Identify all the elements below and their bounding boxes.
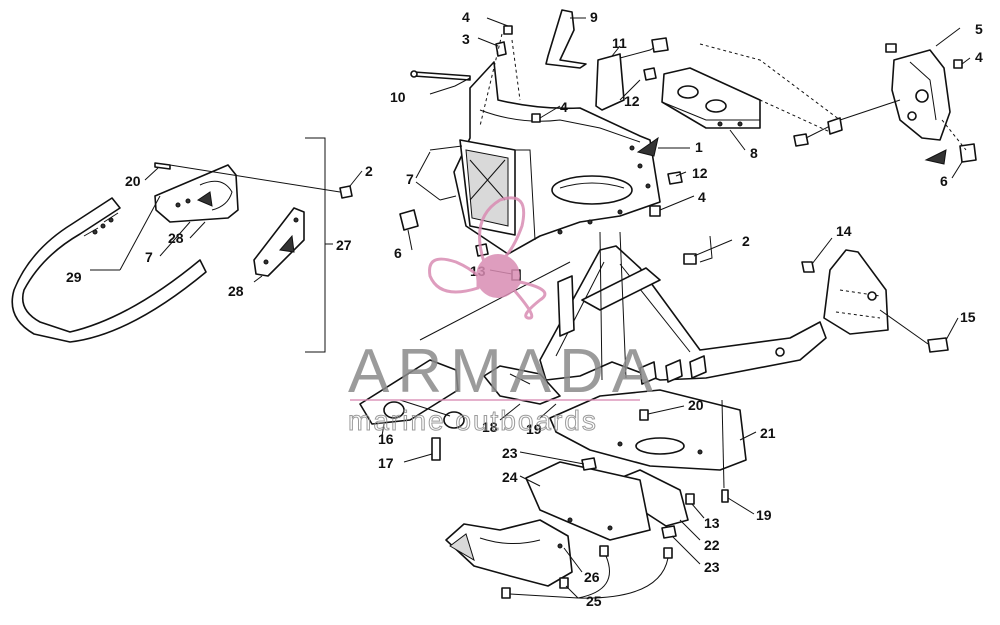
callout-11: 11: [612, 35, 627, 51]
callout-1: 1: [695, 139, 703, 155]
nut-4-low: [649, 205, 661, 217]
clip-12-mid: [667, 171, 683, 185]
callout-17: 17: [378, 455, 394, 471]
block-6-right: [959, 143, 977, 163]
watermark-tagline: marine outboards: [348, 405, 598, 436]
callout-23-top: 23: [502, 445, 518, 461]
callout-14: 14: [836, 223, 852, 239]
pan-21: [549, 389, 747, 471]
plate-24: [525, 461, 651, 541]
clip-23-top: [581, 457, 597, 471]
nose-pan: [453, 61, 690, 255]
callout-6-left: 6: [394, 245, 402, 261]
callout-10: 10: [390, 89, 406, 105]
callout-3: 3: [462, 31, 470, 47]
belly-pan: [445, 519, 673, 599]
block-6-left: [399, 209, 419, 231]
callout-16: 16: [378, 431, 394, 447]
callout-7-left: 7: [145, 249, 153, 265]
callout-21: 21: [760, 425, 776, 441]
callout-9: 9: [590, 9, 598, 25]
screw-25-d: [663, 547, 673, 559]
watermark: ARMADA marine outboards: [348, 196, 661, 437]
callout-5: 5: [975, 21, 983, 37]
callout-19-right: 19: [756, 507, 772, 523]
callout-15: 15: [960, 309, 976, 325]
mirror-9: [545, 9, 587, 69]
callout-6-right: 6: [940, 173, 948, 189]
nut-4-mid: [531, 113, 541, 123]
part-18: [483, 365, 561, 405]
bolt-15: [927, 337, 949, 353]
front-frame: [539, 231, 827, 385]
callout-29: 29: [66, 269, 82, 285]
screw-20: [639, 409, 649, 421]
bracket-28-lower: [253, 207, 305, 277]
bracket-5: [793, 27, 977, 179]
callout-23-low: 23: [704, 559, 720, 575]
callout-24: 24: [502, 469, 518, 485]
callout-28-lower: 28: [228, 283, 244, 299]
callout-labels: 1 2 2 3 4 4 4 4 5 6 6 7 7 8 9 10 11 12 1…: [66, 9, 983, 609]
steering-16-17: [359, 261, 571, 463]
clip-2-mid: [683, 253, 697, 265]
frame-main: [539, 245, 827, 381]
pan-26: [445, 519, 573, 587]
screw-13-lower: [685, 493, 695, 505]
clip-23-low: [661, 525, 677, 539]
callout-20-mid: 20: [688, 397, 704, 413]
callout-27: 27: [336, 237, 352, 253]
screw-19: [721, 489, 729, 503]
callout-2-mid: 2: [742, 233, 750, 249]
callout-20-left: 20: [125, 173, 141, 189]
bumper-group: [11, 137, 363, 353]
callout-25: 25: [586, 593, 602, 609]
callout-28-upper: 28: [168, 230, 184, 246]
screw-25-a: [501, 587, 511, 599]
callout-26: 26: [584, 569, 600, 585]
screw-25-c: [599, 545, 609, 557]
callout-12-top: 12: [624, 93, 640, 109]
grommet-11: [595, 53, 625, 111]
nut-4-top: [503, 25, 513, 35]
lower-frame-parts: [483, 365, 757, 515]
nut-14: [801, 261, 815, 273]
callout-7-mid: 7: [406, 171, 414, 187]
callout-4-right: 4: [975, 49, 983, 65]
callout-4-top: 4: [462, 9, 470, 25]
callout-4-mid: 4: [560, 99, 568, 115]
callout-8: 8: [750, 145, 758, 161]
callout-13-lower: 13: [704, 515, 720, 531]
callout-12-mid: 12: [692, 165, 708, 181]
bumper-29: [11, 197, 207, 343]
watermark-brand: ARMADA: [348, 337, 661, 406]
propeller-logo: [428, 196, 547, 320]
skid-plates: [519, 451, 705, 565]
callout-2-left: 2: [365, 163, 373, 179]
bracket-27: [305, 137, 333, 353]
callout-22: 22: [704, 537, 720, 553]
side-panel-14-15: [801, 237, 959, 353]
callout-19-left: 19: [526, 421, 542, 437]
top-hardware: [410, 9, 669, 127]
callout-4-low: 4: [698, 189, 706, 205]
callout-18: 18: [482, 419, 498, 435]
clip-12-top: [643, 67, 657, 81]
pin-17: [431, 437, 441, 461]
bolt-10: [413, 71, 471, 81]
